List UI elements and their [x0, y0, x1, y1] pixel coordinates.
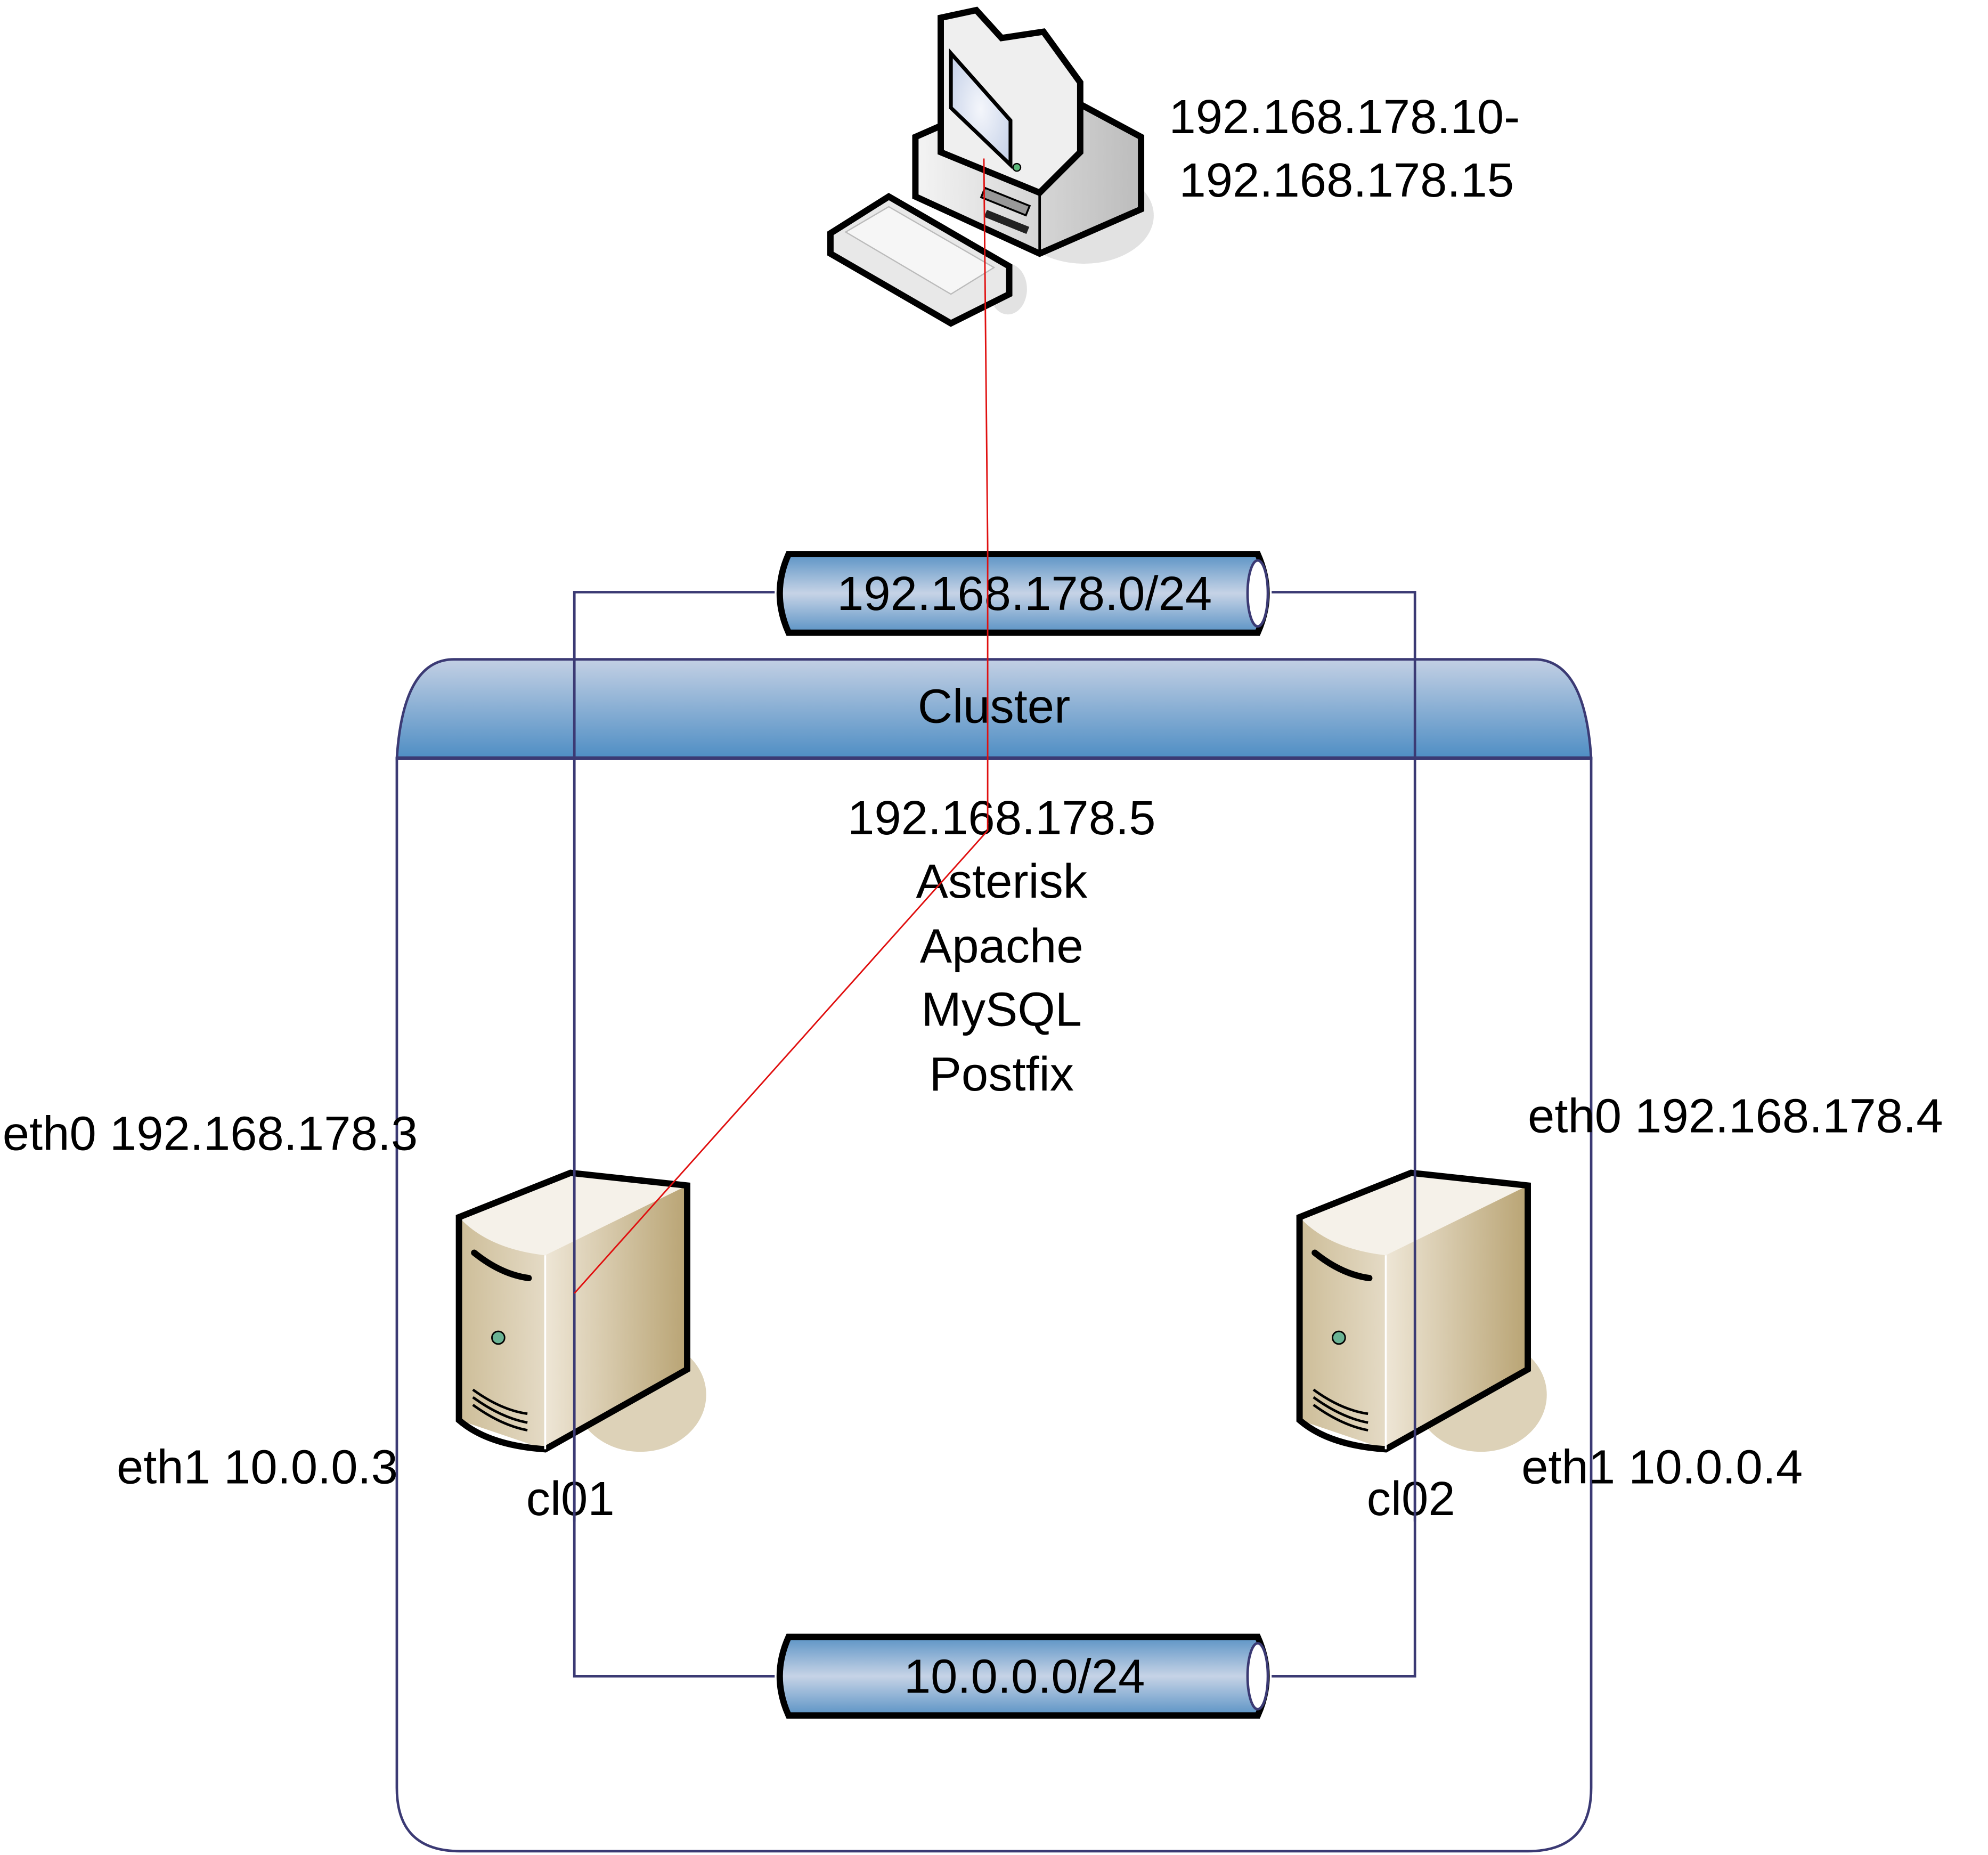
- node-cl02-name: cl02: [1367, 1472, 1455, 1526]
- workstation-ip-line2: 192.168.178.15: [1179, 153, 1514, 207]
- cluster-virtual-ip: 192.168.178.5: [848, 791, 1155, 845]
- node-cl02-eth0: eth0 192.168.178.4: [1528, 1089, 1943, 1143]
- node-cl01-name: cl01: [526, 1472, 615, 1526]
- node-cl01-eth1: eth1 10.0.0.3: [117, 1441, 398, 1494]
- virtual-ip-path: [574, 158, 989, 1294]
- cluster-service-asterisk: Asterisk: [916, 855, 1087, 908]
- network-private-label: 10.0.0.0/24: [904, 1649, 1145, 1703]
- cluster-service-apache: Apache: [920, 919, 1083, 973]
- workstation-ip-line1: 192.168.178.10-: [1169, 90, 1520, 144]
- cluster-container: Cluster: [395, 658, 1593, 1853]
- node-cl01-eth0: eth0 192.168.178.3: [3, 1107, 418, 1161]
- server-cl02-icon: [1296, 1169, 1547, 1453]
- cluster-header: [395, 658, 1593, 760]
- node-cl02-eth1: eth1 10.0.0.4: [1521, 1441, 1803, 1494]
- cluster-body: [395, 756, 1593, 1853]
- server-cl01-icon: [455, 1169, 706, 1453]
- network-public-label: 192.168.178.0/24: [837, 567, 1212, 621]
- cluster-service-mysql: MySQL: [922, 982, 1082, 1036]
- cluster-service-postfix: Postfix: [930, 1047, 1074, 1101]
- workstation-icon: [827, 6, 1154, 327]
- cluster-title: Cluster: [918, 680, 1070, 734]
- network-public-pipe: 192.168.178.0/24: [776, 551, 1270, 636]
- network-private-pipe: 10.0.0.0/24: [776, 1633, 1270, 1719]
- link-cl02-public: [1272, 591, 1416, 1135]
- link-cl01-public: [573, 591, 775, 1135]
